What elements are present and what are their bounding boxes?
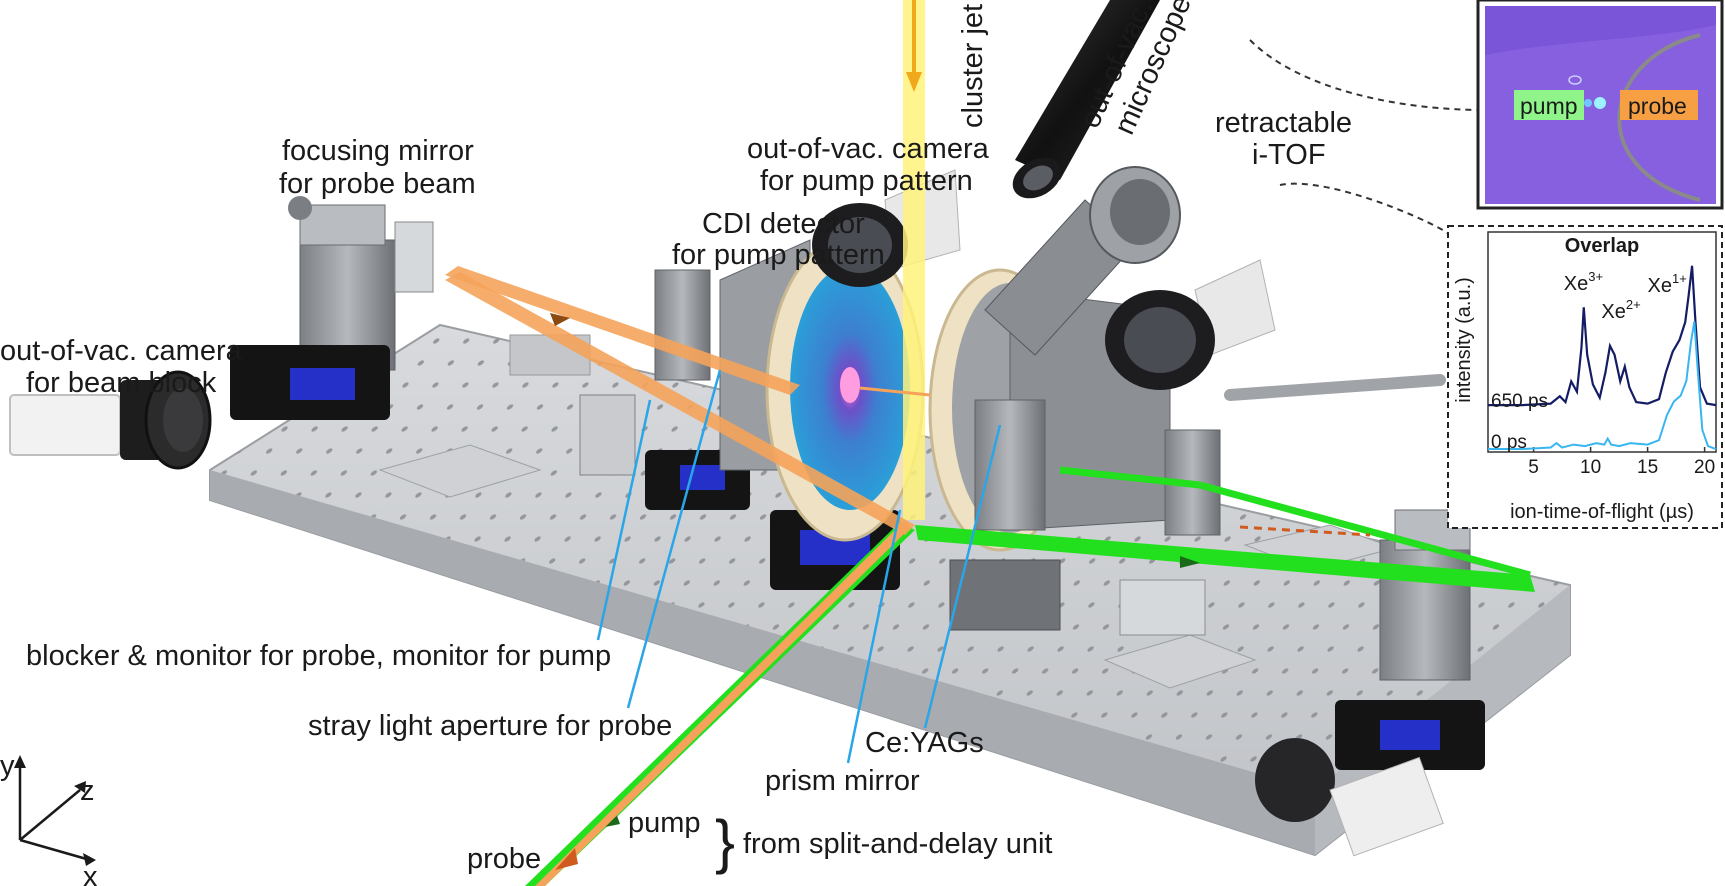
chart-title: Overlap (1565, 235, 1639, 257)
chart-ylabel: intensity (a.u.) (1453, 277, 1475, 403)
callout-lines (1249, 39, 1486, 236)
label-pump-in: pump (628, 807, 701, 839)
label-cluster-jet: cluster jet (957, 4, 989, 128)
label-block-camera-1: out-of-vac. camera (0, 335, 243, 367)
probe-arrow-in (555, 848, 578, 870)
brace: } (715, 808, 735, 875)
label-pump-camera-1: out-of-vac. camera (747, 133, 990, 165)
microscope (1012, 0, 1160, 199)
label-focusing-1: focusing mirror (282, 135, 474, 167)
overlap-chart: Overlap intensity (a.u.) ion-time-of-fli… (1447, 225, 1723, 529)
right-camera (1105, 259, 1446, 401)
x-tick-label: 15 (1637, 457, 1658, 478)
series-lines (1488, 265, 1717, 451)
series-label-650ps: 650 ps (1491, 391, 1548, 412)
leader-lines (596, 369, 1002, 764)
right-mounts (1119, 429, 1485, 857)
label-pump-camera-2: for pump pattern (760, 165, 973, 197)
label-block-camera-2: for beam block (26, 367, 217, 399)
x-tick-label: 5 (1528, 457, 1539, 478)
chart-xlabel: ion-time-of-flight (µs) (1510, 501, 1694, 523)
series-label-0ps: 0 ps (1491, 432, 1527, 453)
label-cdi-2: for pump pattern (672, 239, 885, 271)
label-probe-in: probe (467, 843, 541, 875)
peak-label: Xe1+ (1648, 271, 1687, 297)
axis-y: y (0, 750, 15, 782)
series-line-1 (1488, 321, 1717, 451)
cluster-jet-beam (903, 0, 925, 520)
itof-tube (984, 166, 1181, 356)
label-blocker: blocker & monitor for probe, monitor for… (26, 640, 611, 672)
series-line-0 (1488, 265, 1717, 407)
x-tick-label: 10 (1580, 457, 1601, 478)
axis-x: x (83, 861, 98, 886)
label-ceyag: Ce:YAGs (865, 727, 984, 759)
beam-block-camera (9, 370, 212, 470)
inset-probe-label: probe (1628, 93, 1687, 119)
label-focusing-2: for probe beam (279, 168, 476, 200)
peak-label: Xe2+ (1601, 297, 1640, 323)
x-tick-label: 20 (1694, 457, 1715, 478)
focusing-mirror-mount (230, 196, 434, 420)
label-stray: stray light aperture for probe (308, 710, 672, 742)
label-from-sdu: from split-and-delay unit (743, 828, 1052, 860)
peak-labels: Xe3+Xe2+ Xe1+ (1564, 269, 1687, 323)
peak-label: Xe3+ (1564, 269, 1603, 295)
inset-pump-label: pump (1520, 93, 1578, 119)
inset-image: pump probe (1476, 0, 1724, 210)
labels: cluster jet out-of-vac. microscope retra… (0, 0, 1352, 875)
label-itof-2: i-TOF (1252, 139, 1326, 171)
probe-beam (445, 266, 1371, 886)
label-cdi-1: CDI detector (702, 208, 865, 240)
label-itof-1: retractable (1215, 107, 1352, 139)
label-prism: prism mirror (765, 765, 920, 797)
coordinate-axes (14, 755, 96, 866)
axis-z: z (80, 775, 95, 807)
